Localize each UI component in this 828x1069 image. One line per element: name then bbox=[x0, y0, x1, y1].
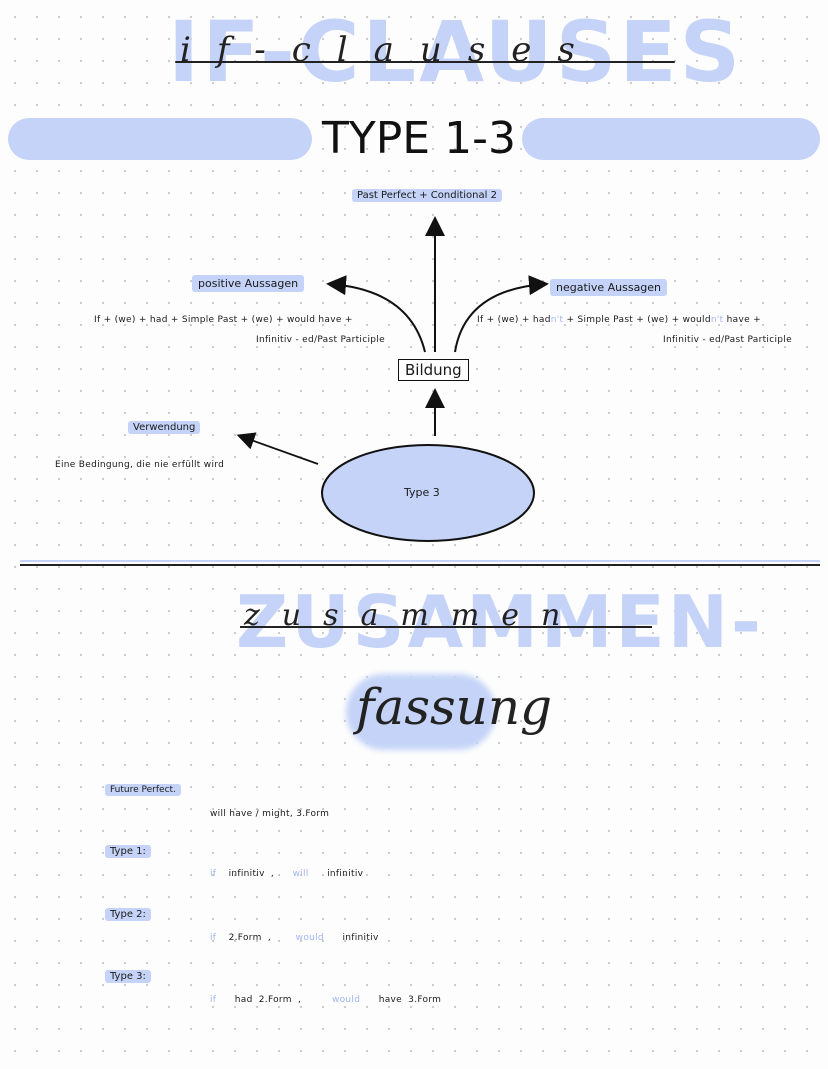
ellipse-label: Type 3 bbox=[404, 486, 440, 499]
summary-heading-type3: Type 3: bbox=[105, 970, 151, 983]
t3-part-3: have 3.Form bbox=[378, 995, 442, 1005]
t3-would: would bbox=[331, 995, 361, 1005]
t1-will: will bbox=[292, 869, 309, 879]
summary-heading-future-perfect: Future Perfect. bbox=[105, 784, 181, 796]
summary-underline bbox=[240, 626, 652, 628]
negative-heading: negative Aussagen bbox=[550, 279, 668, 296]
section-divider bbox=[20, 564, 820, 566]
diagram-arrows bbox=[236, 216, 549, 542]
t1-part-3: infinitiv bbox=[327, 869, 364, 879]
t2-part-3: infinitiv bbox=[342, 933, 379, 943]
fp-part-0: will have / might, 3.Form bbox=[210, 809, 330, 819]
negative-line1: If + (we) + hadn't + Simple Past + (we) … bbox=[477, 315, 761, 325]
bildung-box: Bildung bbox=[398, 359, 469, 381]
summary-title-big: ZUSAMMEN- bbox=[236, 580, 764, 664]
summary-line-type1: if infinitiv , will infinitiv bbox=[210, 869, 363, 879]
summary-line-future-perfect: will have / might, 3.Form bbox=[210, 809, 329, 819]
t2-would: would bbox=[295, 933, 324, 943]
t3-part-1: had 2.Form , bbox=[234, 995, 302, 1005]
t1-part-1: infinitiv , bbox=[228, 869, 275, 879]
positive-line2: Infinitiv - ed/Past Participle bbox=[256, 335, 385, 345]
negative-nt-1: n't bbox=[550, 315, 564, 325]
summary-line-type3: if had 2.Form , would have 3.Form bbox=[210, 995, 441, 1005]
section-divider-blue bbox=[20, 560, 820, 562]
title-script: if-clauses bbox=[180, 30, 601, 70]
summary-heading-type2: Type 2: bbox=[105, 908, 151, 921]
positive-heading: positive Aussagen bbox=[192, 275, 305, 292]
negative-line1-a: If + (we) + had bbox=[477, 315, 551, 325]
type3-ellipse bbox=[321, 444, 535, 542]
t2-part-1: 2.Form , bbox=[228, 933, 271, 943]
summary-line-type2: if 2.Form , would infinitiv bbox=[210, 933, 379, 943]
negative-line2: Infinitiv - ed/Past Participle bbox=[663, 335, 792, 345]
usage-text: Eine Bedingung, die nie erfüllt wird bbox=[55, 460, 225, 470]
positive-line1: If + (we) + had + Simple Past + (we) + w… bbox=[94, 315, 353, 325]
summary-script-bottom: fassung bbox=[356, 678, 553, 736]
negative-line1-e: have + bbox=[726, 315, 761, 325]
arrow-usage bbox=[236, 432, 319, 465]
title-big: IF-CLAUSES bbox=[168, 3, 744, 101]
t3-if: if bbox=[210, 995, 217, 1005]
fassung-glow bbox=[346, 674, 496, 750]
arrow-curve-left bbox=[326, 275, 426, 353]
summary-heading-type1: Type 1: bbox=[105, 845, 151, 858]
t2-if: if bbox=[210, 933, 217, 943]
left-pill-bar bbox=[8, 118, 312, 160]
title-underline bbox=[175, 61, 675, 63]
negative-nt-2: n't bbox=[710, 315, 724, 325]
subtitle: TYPE 1-3 bbox=[322, 113, 516, 164]
right-pill-bar bbox=[522, 118, 820, 160]
usage-heading: Verwendung bbox=[128, 421, 201, 434]
arrow-curve-right bbox=[454, 275, 549, 353]
t1-if: if bbox=[210, 869, 217, 879]
top-label: Past Perfect + Conditional 2 bbox=[352, 189, 502, 202]
negative-line1-c: + Simple Past + (we) + would bbox=[566, 315, 711, 325]
